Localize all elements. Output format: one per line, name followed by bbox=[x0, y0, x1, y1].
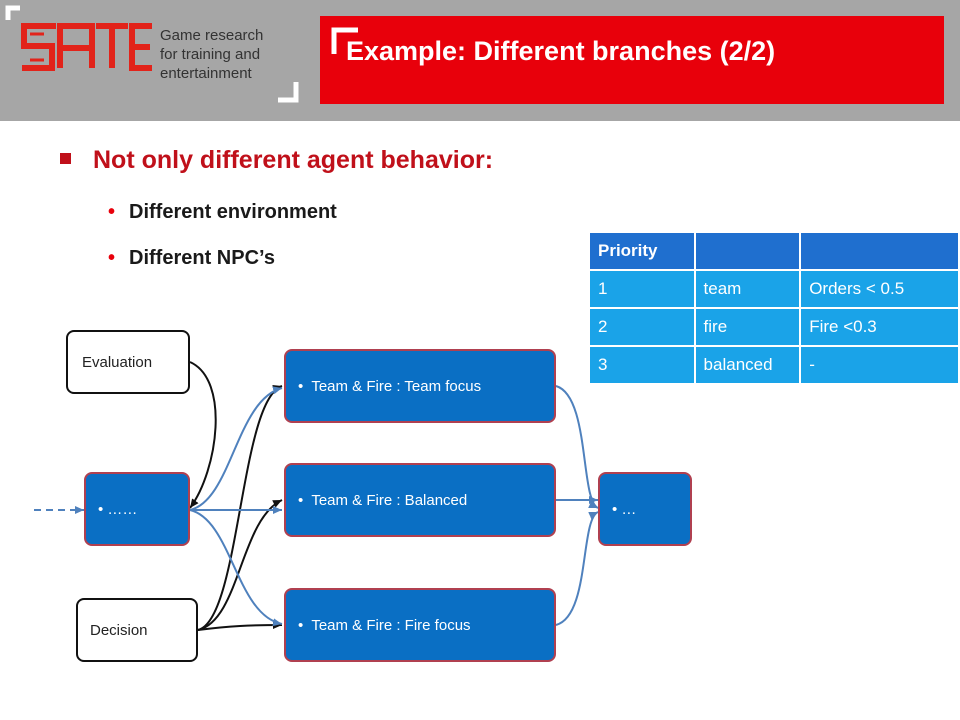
bracket-bottom-right-icon bbox=[278, 82, 299, 103]
end-label: • … bbox=[612, 501, 637, 518]
square-bullet-icon bbox=[60, 152, 71, 164]
table-cell: balanced bbox=[693, 345, 802, 385]
branch-label: • Team & Fire : Balanced bbox=[298, 492, 468, 509]
bullet-dot-icon: • bbox=[108, 247, 116, 269]
start-label: • …… bbox=[98, 501, 138, 518]
logo-caption-line-3: entertainment bbox=[160, 65, 253, 82]
evaluation-link bbox=[189, 361, 217, 509]
evaluation-label: Evaluation bbox=[82, 354, 153, 371]
logo-caption-line-1: Game research bbox=[160, 27, 263, 44]
table-cell: team bbox=[693, 269, 802, 309]
decision-link-team bbox=[197, 385, 283, 631]
table-row: 3 balanced - bbox=[588, 345, 960, 385]
decision-link-balanced bbox=[197, 499, 283, 631]
evaluation-node: Evaluation bbox=[66, 330, 190, 394]
logo-caption-line-2: for training and bbox=[160, 46, 260, 63]
start-link-fire bbox=[189, 509, 283, 627]
logo-graphic: Game research for training and entertain… bbox=[5, 5, 299, 103]
table-cell: fire bbox=[693, 307, 802, 347]
end-node: • … bbox=[598, 472, 692, 546]
sub-bullet-1: • Different environment bbox=[108, 201, 337, 224]
start-text: …… bbox=[107, 501, 138, 518]
sub-bullet-2: • Different NPC’s bbox=[108, 247, 275, 270]
title-banner: Example: Different branches (2/2) bbox=[320, 16, 944, 104]
table-cell: Fire <0.3 bbox=[799, 307, 960, 347]
table-cell: Orders < 0.5 bbox=[799, 269, 960, 309]
team-to-end-link bbox=[555, 385, 599, 509]
table-cell: 2 bbox=[588, 307, 696, 347]
table-cell: 1 bbox=[588, 269, 696, 309]
gate-logo: Game research for training and entertain… bbox=[0, 0, 320, 121]
sub-bullet-text: Different NPC’s bbox=[129, 247, 275, 269]
decision-link-fire bbox=[197, 621, 283, 631]
fire-to-end-link bbox=[555, 511, 599, 626]
table-header-row: Priority bbox=[588, 231, 960, 271]
start-link-team bbox=[189, 386, 283, 511]
branch-text: Team & Fire : Fire focus bbox=[311, 617, 471, 634]
table-cell: 3 bbox=[588, 345, 696, 385]
branch-text: Team & Fire : Balanced bbox=[311, 492, 468, 509]
decision-node: Decision bbox=[76, 598, 198, 662]
branch-node-team: • Team & Fire : Team focus bbox=[284, 349, 556, 423]
table-cell: - bbox=[799, 345, 960, 385]
title-bracket-icon bbox=[331, 27, 358, 54]
table-row: 2 fire Fire <0.3 bbox=[588, 307, 960, 347]
main-bullet: Not only different agent behavior: bbox=[60, 146, 493, 175]
branch-label: • Team & Fire : Fire focus bbox=[298, 617, 471, 634]
priority-table: Priority 1 team Orders < 0.5 2 fire Fire… bbox=[588, 231, 960, 385]
table-header-cell bbox=[693, 231, 802, 271]
table-header-cell: Priority bbox=[588, 231, 696, 271]
bullet-dot-icon: • bbox=[108, 201, 116, 223]
bracket-top-left-icon bbox=[5, 5, 20, 20]
branch-text: Team & Fire : Team focus bbox=[311, 378, 482, 395]
slide-title: Example: Different branches (2/2) bbox=[346, 36, 776, 66]
table-header-cell bbox=[799, 231, 960, 271]
start-node: • …… bbox=[84, 472, 190, 546]
slide-header: Game research for training and entertain… bbox=[0, 0, 960, 121]
logo-letters-icon bbox=[21, 23, 152, 71]
branch-label: • Team & Fire : Team focus bbox=[298, 378, 482, 395]
main-bullet-text: Not only different agent behavior: bbox=[93, 146, 494, 174]
branch-node-balanced: • Team & Fire : Balanced bbox=[284, 463, 556, 537]
branch-node-fire: • Team & Fire : Fire focus bbox=[284, 588, 556, 662]
decision-label: Decision bbox=[90, 622, 148, 639]
end-text: … bbox=[621, 501, 637, 518]
sub-bullet-text: Different environment bbox=[129, 201, 337, 223]
table-row: 1 team Orders < 0.5 bbox=[588, 269, 960, 309]
